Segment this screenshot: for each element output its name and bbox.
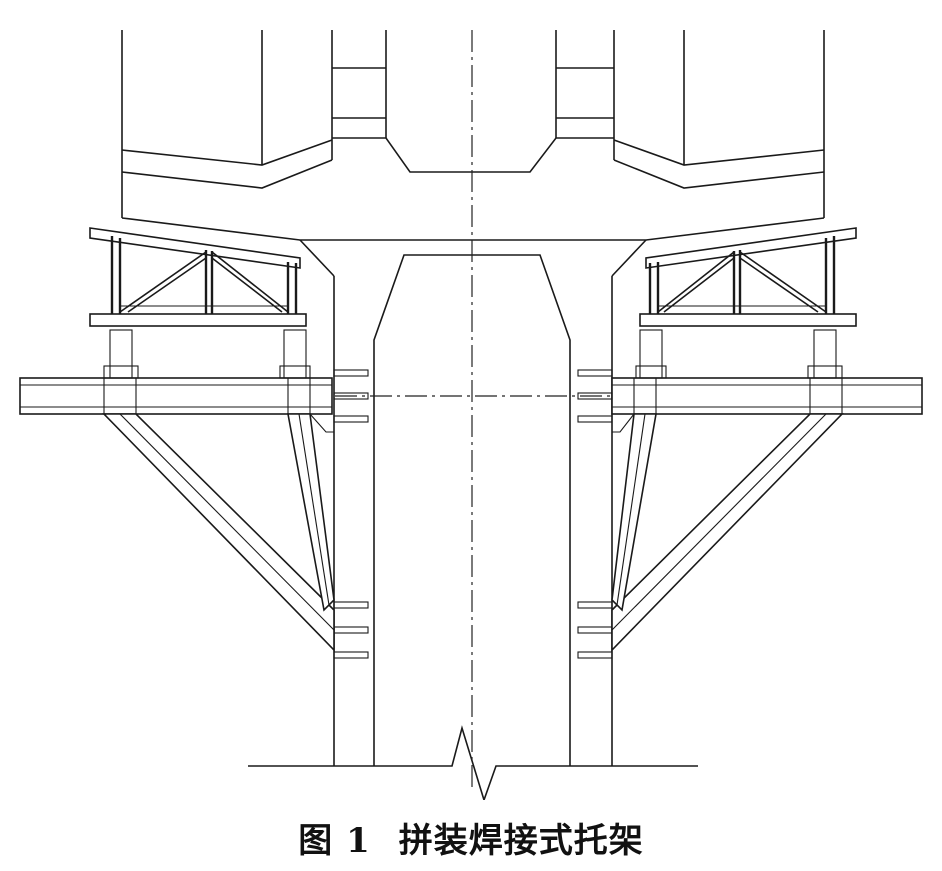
figure-number: 图 1 xyxy=(298,820,371,861)
anchor-plates-upper xyxy=(333,369,613,423)
horizontal-beam-right xyxy=(611,377,923,415)
diagonal-braces-left xyxy=(102,413,335,652)
horizontal-beam-left xyxy=(19,377,333,415)
upper-girder xyxy=(121,30,825,277)
figure-caption: 图 1 拼装焊接式托架 xyxy=(0,812,942,862)
support-posts xyxy=(103,329,843,379)
bracket-structure-drawing xyxy=(19,30,923,800)
truss-right xyxy=(639,227,857,327)
figure-title: 拼装焊接式托架 xyxy=(398,820,644,861)
truss-left xyxy=(89,227,307,327)
diagonal-braces-right xyxy=(611,413,844,652)
